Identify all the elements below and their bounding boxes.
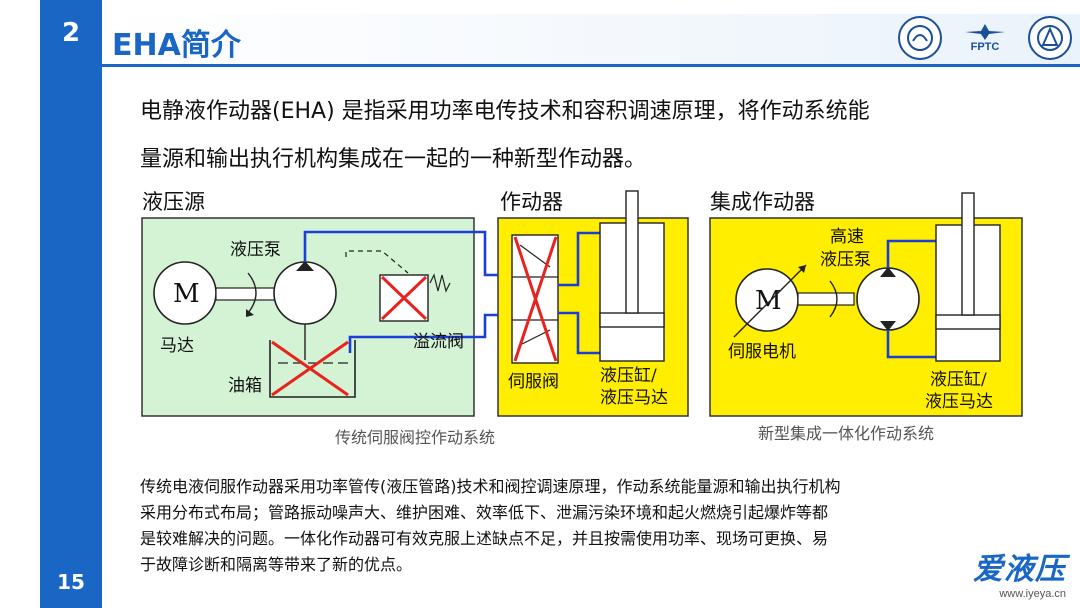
cylinder-piston bbox=[599, 312, 665, 328]
integrated-cylinder-rod bbox=[961, 192, 975, 316]
label-tank: 油箱 bbox=[228, 376, 262, 396]
hs-pump-arrow-icon bbox=[880, 267, 896, 277]
variable-speed-arrowhead-icon bbox=[798, 265, 806, 273]
title-bar: EHA简介 FPTC bbox=[102, 14, 1080, 67]
label-servo-valve: 伺服阀 bbox=[508, 372, 559, 392]
description-paragraph: 传统电液伺服作动器采用功率管传(液压管路)技术和阀控调速原理，作动系统能量源和输… bbox=[140, 474, 1035, 578]
label-integrated-actuator: 集成作动器 bbox=[710, 190, 815, 214]
hs-pump-icon bbox=[856, 267, 920, 331]
actuator-pipe-a bbox=[558, 231, 600, 287]
caption-integrated: 新型集成一体化作动系统 bbox=[758, 424, 934, 443]
label-hydraulic-source: 液压源 bbox=[142, 190, 205, 214]
actuator-pipe-b bbox=[558, 311, 600, 355]
tank-outline bbox=[269, 340, 356, 398]
label-hs-pump-line1: 高速 bbox=[830, 227, 864, 247]
pump-symbol-icon bbox=[273, 261, 337, 325]
hs-pump-arrow-icon bbox=[880, 321, 896, 331]
rotation-arrowhead-icon bbox=[246, 309, 254, 317]
variable-speed-arrow-icon bbox=[733, 264, 807, 338]
integrated-pipe-a bbox=[886, 239, 936, 268]
section-number: 2 bbox=[61, 18, 81, 48]
logo-group: FPTC bbox=[898, 16, 1072, 60]
motor-symbol-m: M bbox=[173, 279, 200, 309]
relief-pilot-line bbox=[345, 250, 409, 274]
watermark-url: www.iyeya.cn bbox=[999, 588, 1066, 600]
label-pump: 液压泵 bbox=[230, 240, 281, 260]
fptc-logo-label: FPTC bbox=[970, 41, 1000, 53]
page-number: 15 bbox=[57, 570, 85, 594]
relief-spring-icon bbox=[429, 273, 451, 293]
relief-cross-line bbox=[380, 275, 428, 321]
watermark-brand: 爱液压 bbox=[973, 552, 1066, 587]
servo-rotation-arrow-icon bbox=[829, 280, 838, 318]
description-line: 是较难解决的问题。一体化作动器可有效克服上述缺点不足，并且按需使用功率、现场可更… bbox=[140, 529, 829, 548]
fptc-logo-icon: FPTC bbox=[950, 18, 1020, 58]
diagram-svg: 液压源 作动器 集成作动器 M 液压泵 马达 油箱 溢流阀 伺服阀 液压缸/ 液… bbox=[141, 190, 1023, 447]
integrated-pipe-b bbox=[886, 330, 936, 359]
label-actuator: 作动器 bbox=[500, 190, 563, 214]
intro-paragraph: 电静液作动器(EHA) 是指采用功率电传技术和容积调速原理，将作动系统能 量源和… bbox=[140, 88, 1040, 184]
institute-logo-icon bbox=[1028, 16, 1072, 60]
label-relief-valve: 溢流阀 bbox=[413, 332, 464, 352]
label-hs-pump-line2: 液压泵 bbox=[820, 250, 871, 270]
label-motor: 马达 bbox=[160, 336, 194, 356]
pressure-pipe bbox=[303, 230, 498, 277]
pump-arrow-icon bbox=[296, 261, 314, 271]
description-line: 采用分布式布局；管路振动噪声大、维护困难、效率低下、泄漏污染环境和起火燃烧引起爆… bbox=[140, 503, 829, 522]
label-servo-motor: 伺服电机 bbox=[728, 342, 796, 362]
label-cylinder-line2: 液压马达 bbox=[600, 388, 668, 408]
servo-drive-shaft bbox=[797, 292, 855, 306]
rotation-arrow-icon bbox=[247, 272, 257, 314]
sidebar-bar bbox=[40, 0, 102, 608]
valve-arrow-icon bbox=[519, 244, 551, 268]
intro-line: 量源和输出执行机构集成在一起的一种新型作动器。 bbox=[140, 147, 647, 172]
label-int-cylinder-line2: 液压马达 bbox=[925, 392, 993, 412]
return-pipe bbox=[348, 313, 498, 353]
university-logo-icon bbox=[898, 16, 942, 60]
integrated-cylinder-piston bbox=[935, 314, 1001, 330]
label-cylinder-line1: 液压缸/ bbox=[600, 365, 657, 386]
servo-cross-line bbox=[513, 236, 558, 362]
drive-shaft bbox=[215, 287, 277, 301]
page-title: EHA简介 bbox=[112, 28, 241, 63]
intro-line: 电静液作动器(EHA) 是指采用功率电传技术和容积调速原理，将作动系统能 bbox=[140, 99, 870, 124]
cylinder-rod bbox=[625, 190, 639, 314]
watermark: 爱液压 www.iyeya.cn bbox=[973, 544, 1066, 600]
label-int-cylinder-line1: 液压缸/ bbox=[930, 369, 987, 390]
description-line: 于故障诊断和隔离等带来了新的优点。 bbox=[140, 555, 413, 574]
eha-diagram: 液压源 作动器 集成作动器 M 液压泵 马达 油箱 溢流阀 伺服阀 液压缸/ 液… bbox=[130, 185, 1030, 455]
caption-traditional: 传统伺服阀控作动系统 bbox=[335, 428, 495, 447]
tank-cross-line bbox=[271, 340, 349, 397]
description-line: 传统电液伺服作动器采用功率管传(液压管路)技术和阀控调速原理，作动系统能量源和输… bbox=[140, 477, 841, 496]
